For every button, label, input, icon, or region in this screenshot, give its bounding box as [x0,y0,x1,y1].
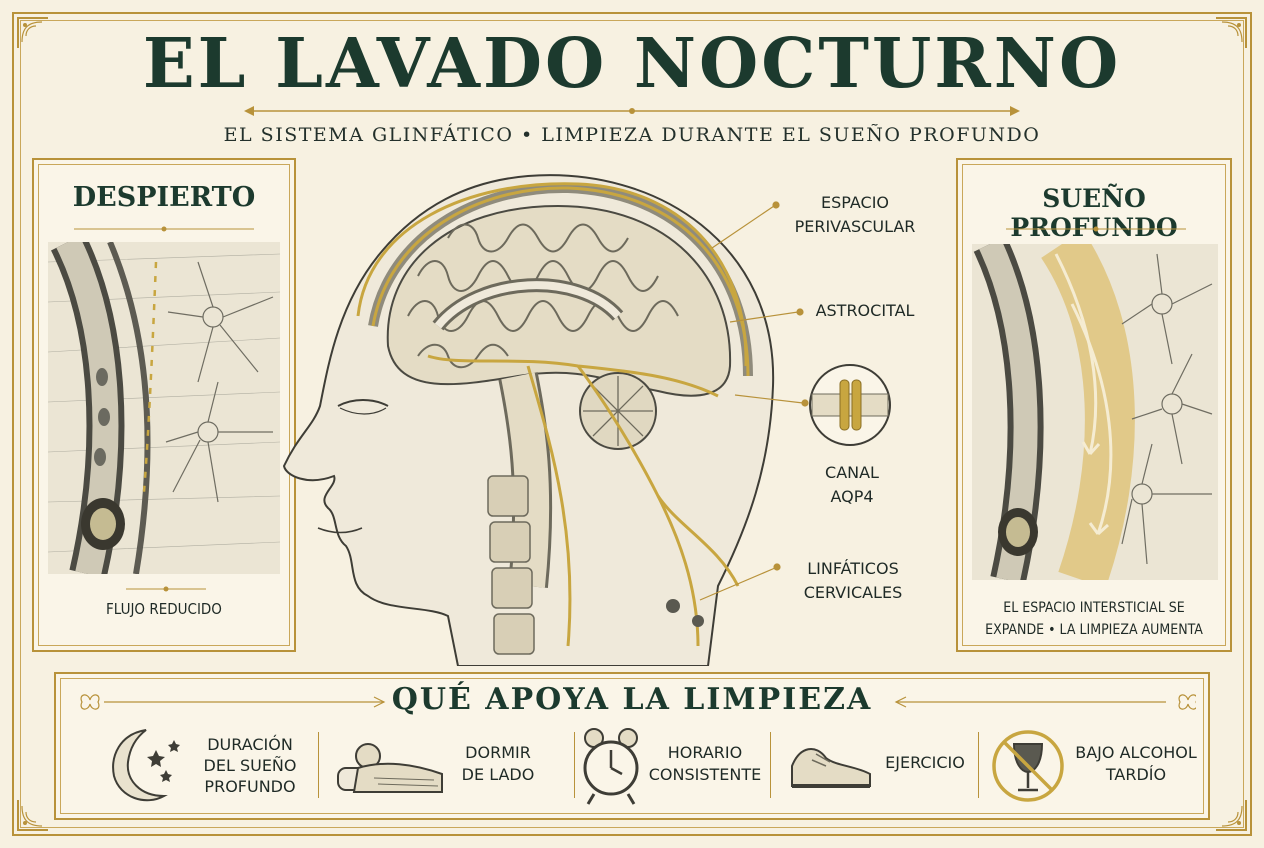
tip-label-line2: CONSISTENTE [648,765,762,784]
moon-icon [112,729,180,802]
inner-frame [20,20,1244,828]
tip-deep-sleep-duration: DURACIÓN DEL SUEÑO PROFUNDO [100,726,310,806]
tip-low-late-alcohol: BAJO ALCOHOL TARDÍO [988,726,1204,806]
awake-panel: DESPIERTO FLUJO REDUCIDO [32,158,296,652]
tip-label-line1: BAJO ALCOHOL [1075,743,1197,762]
tip-divider [318,732,319,798]
panel-rule [126,586,206,592]
deep-sleep-panel: SUEÑO PROFUNDO EL ESPACIO INTERSTICIAL S… [956,158,1232,652]
tip-consistent-schedule: HORARIO CONSISTENTE [582,726,772,806]
support-title-ornament-right [894,694,1196,710]
page-title: EL LAVADO NOCTURNO [142,24,1122,104]
panel-rule [1006,226,1186,232]
label-astrocital: ASTROCITAL [815,301,915,320]
tip-label-line1: DURACIÓN [207,735,293,754]
tip-label-line1: HORARIO [667,743,743,762]
label-canal: CANAL [825,463,879,482]
corner-ornament-icon [1214,16,1248,50]
side-sleeper-icon [337,743,443,793]
corner-ornament-icon [1214,798,1248,832]
brain-head-illustration [282,174,775,666]
awake-panel-caption: FLUJO REDUCIDO [106,600,222,618]
deep-sleep-caption-line2: EXPANDE • LA LIMPIEZA AUMENTA [985,622,1203,638]
tip-label-line2: DE LADO [461,765,535,784]
corner-ornament-icon [16,16,50,50]
no-alcohol-icon [992,730,1064,802]
tip-label-line1: DORMIR [465,743,531,762]
deep-sleep-vessel-illustration [972,244,1218,580]
label-perivascular-line1: ESPACIO [820,193,890,212]
support-title-ornament-left [80,694,386,710]
tip-label-line2: DEL SUEÑO [203,756,297,775]
title-divider [244,106,1020,116]
tip-divider [770,732,771,798]
subtitle: EL SISTEMA GLINFÁTICO • LIMPIEZA DURANTE… [223,124,1041,146]
corner-ornament-icon [16,798,50,832]
label-linfaticos: LINFÁTICOS [807,559,899,578]
deep-sleep-caption-line1: EL ESPACIO INTERSTICIAL SE [1003,600,1185,616]
tip-label-line1: EJERCICIO [885,753,965,772]
outer-frame [12,12,1252,836]
tip-exercise: EJERCICIO [784,726,974,806]
awake-vessel-illustration [48,242,280,574]
support-title: QUÉ APOYA LA LIMPIEZA [391,682,873,717]
label-aqp4: AQP4 [830,487,874,506]
tip-divider [574,732,575,798]
tip-side-sleeping: DORMIR DE LADO [330,726,570,806]
label-perivascular-line2: PERIVASCULAR [794,217,916,236]
panel-rule [74,226,254,232]
tip-label-line2: TARDÍO [1105,765,1167,784]
awake-panel-title: DESPIERTO [72,182,256,213]
alarm-clock-icon [583,728,639,805]
label-cervicales: CERVICALES [803,583,903,602]
tip-divider [978,732,979,798]
tip-label-line3: PROFUNDO [204,777,296,796]
sneaker-icon [791,748,871,788]
